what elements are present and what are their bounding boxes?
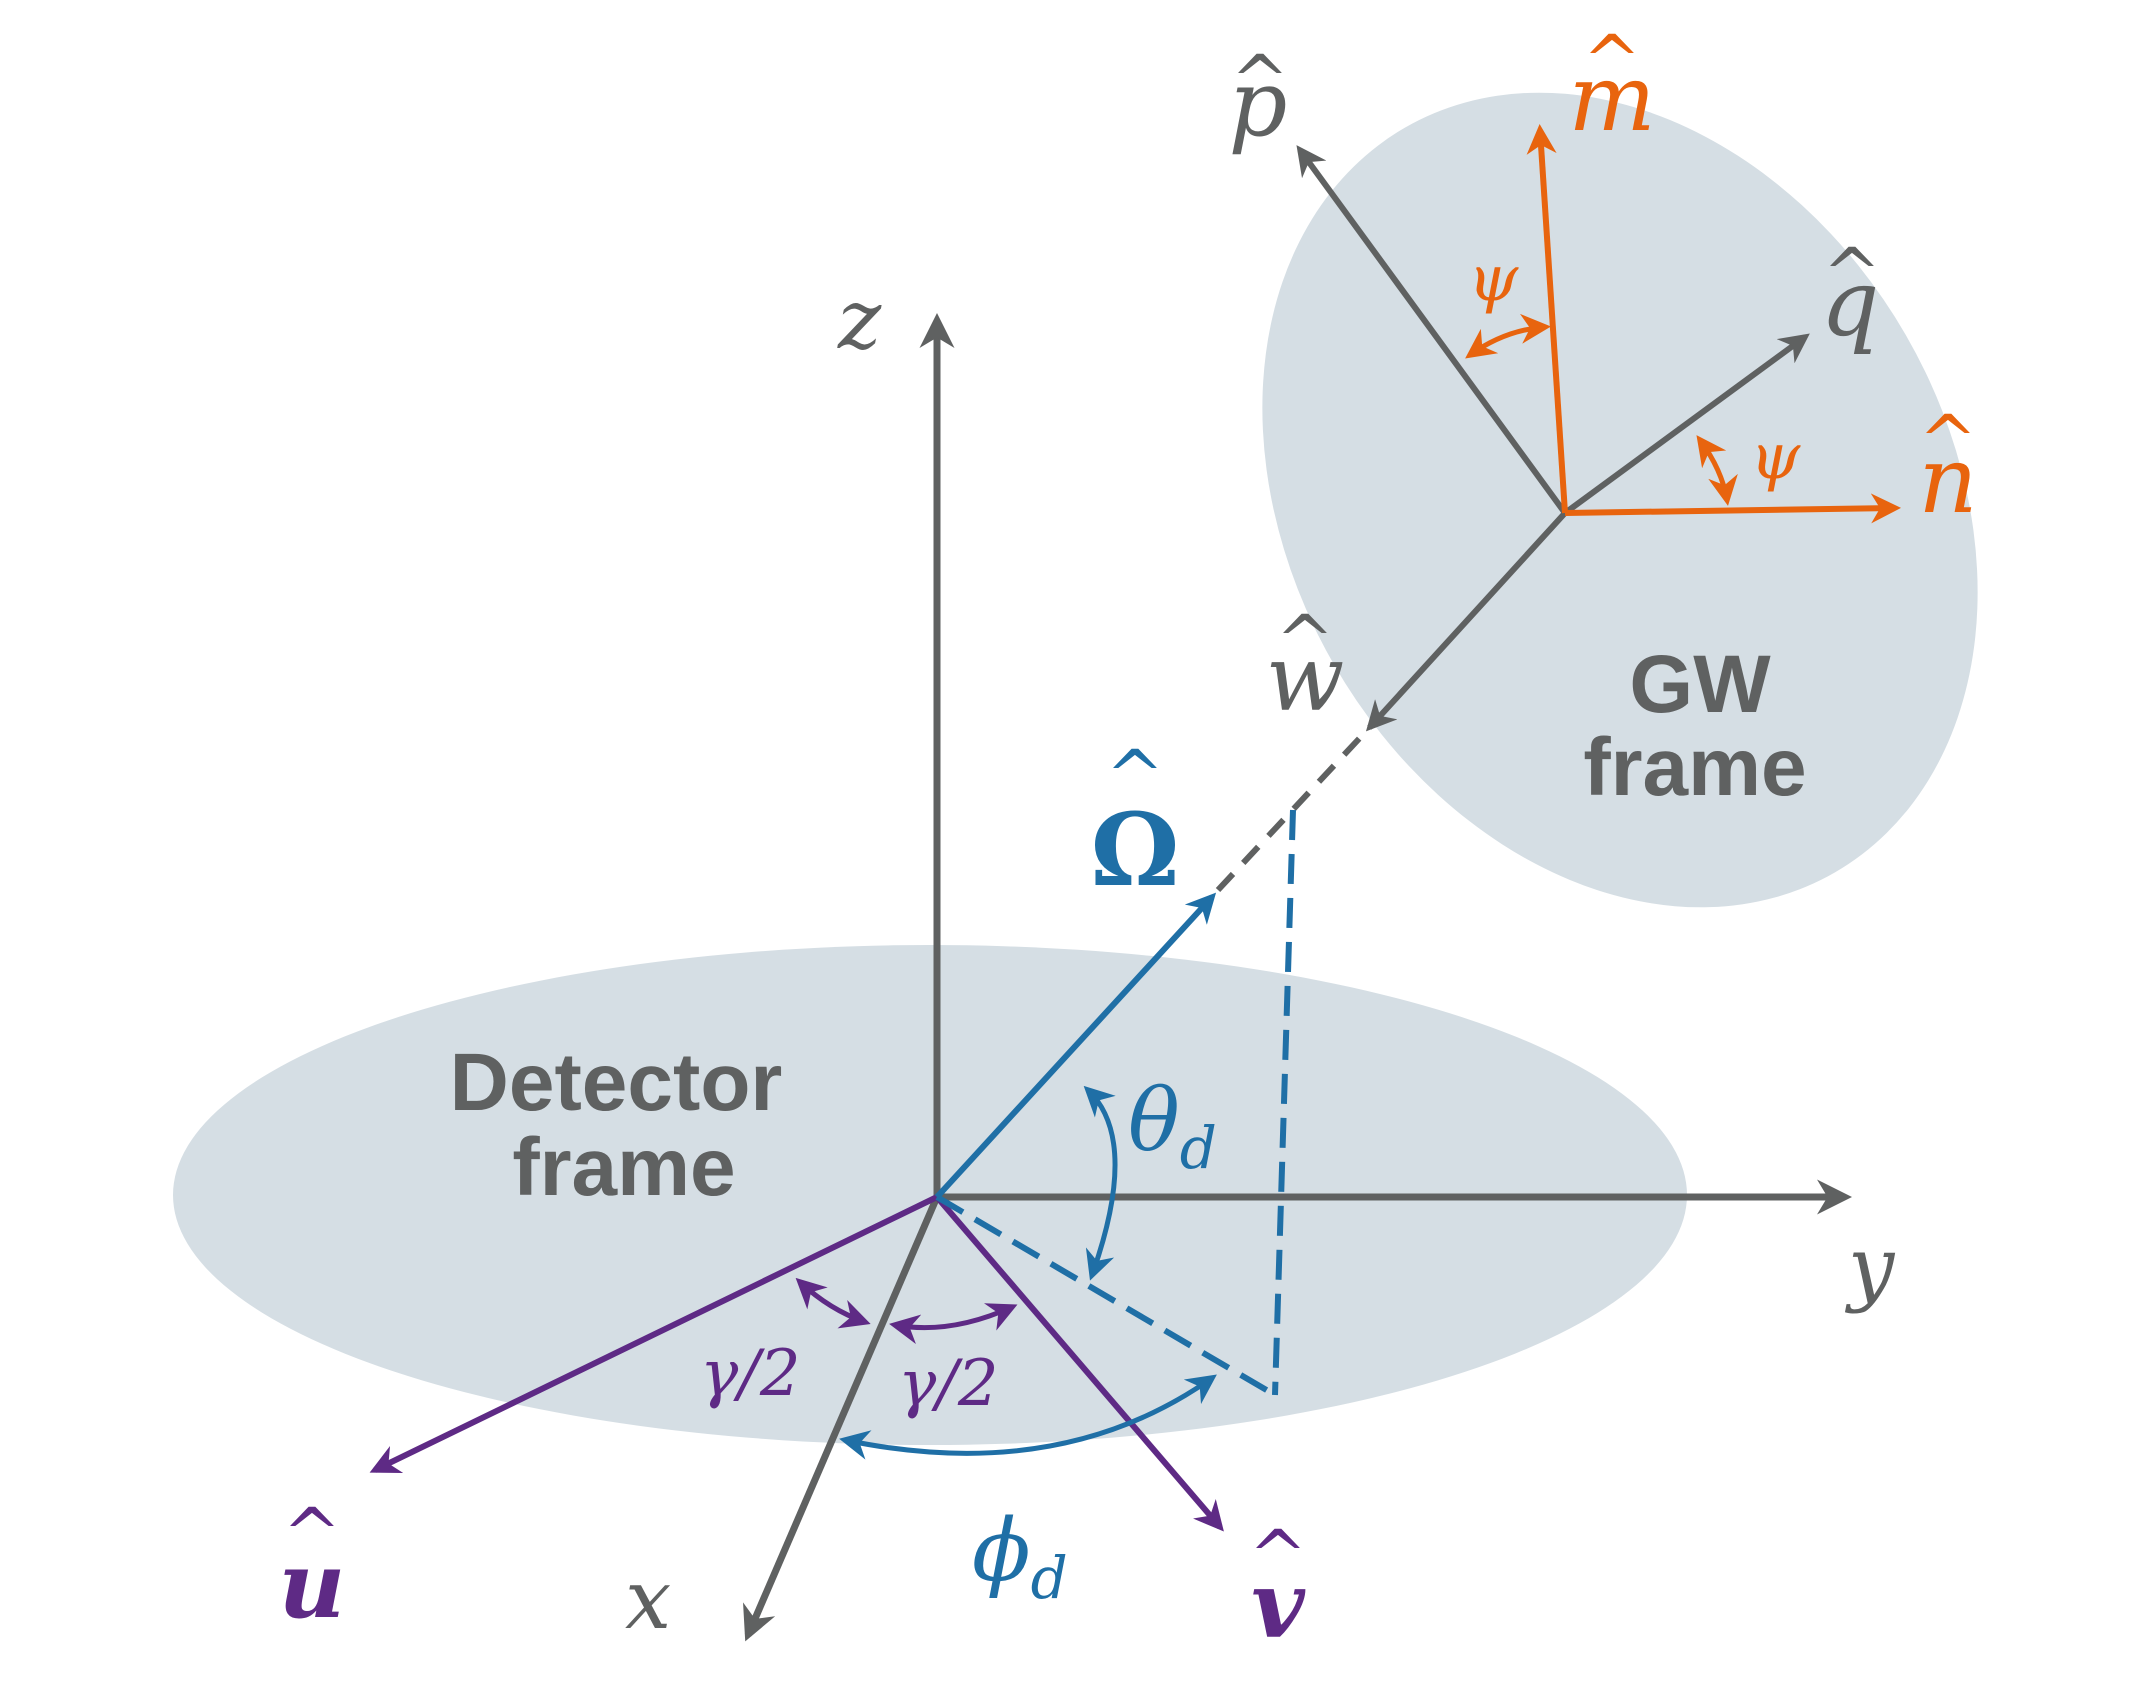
phi-d-label: ϕd [972,1501,1068,1612]
u-hat-letter: u [279,1531,346,1639]
gw-plane [1262,92,1978,908]
detector-frame-label-line2: frame [512,1122,735,1213]
p-hat-vector [1296,145,1568,515]
theta-d-label: θd [1128,1071,1217,1182]
psi-label-n: ψ [1750,420,1801,494]
projection-horizontal-dashed [935,1194,1277,1398]
w-hat-caret: ^ [1276,600,1335,682]
u-hat-label: ^ u [279,1493,346,1639]
omega-hat-caret: ^ [1106,735,1165,817]
n-hat-letter: n [1918,427,1977,534]
v-hat-label: ^ v [1249,1515,1308,1659]
psi-label-m: ψ [1468,242,1519,316]
q-hat-letter: q [1821,250,1880,357]
q-hat-vector [1563,333,1810,516]
v-hat-caret: ^ [1249,1515,1308,1597]
phi-subscript: d [1031,1544,1068,1612]
m-hat-caret: ^ [1583,20,1642,102]
w-hat-label: ^ w [1266,600,1345,732]
p-hat-caret: ^ [1231,40,1290,122]
u-hat-caret: ^ [283,1493,342,1575]
y-axis-label: y [1844,1220,1896,1315]
n-hat-caret: ^ [1919,400,1978,482]
omega-hat-label: ^ Ω [1090,735,1179,909]
w-hat-vector [1365,510,1568,732]
z-axis-label: z [837,273,882,368]
psi-angle-arc-m [1465,313,1551,359]
gamma-half-arc-right [889,1303,1018,1345]
detector-frame-label-line1: Detector [450,1037,783,1128]
psi-angle-arc-n [1696,435,1738,506]
n-hat-label: ^ n [1918,400,1977,534]
p-hat-letter: p [1229,50,1288,157]
x-axis-label: x [625,1553,671,1648]
projection-vertical-dashed [1272,809,1296,1396]
m-hat-label: ^ m [1568,20,1655,152]
p-hat-label: ^ p [1229,40,1290,157]
phi-angle-arc [839,1374,1217,1460]
theta-subscript: d [1180,1114,1217,1182]
m-hat-vector [1526,124,1568,514]
omega-hat-vector [934,892,1217,1200]
v-hat-letter: v [1251,1551,1306,1659]
gamma-half-arc-left [795,1277,871,1329]
omega-extension-dashed [1215,724,1373,893]
phi-symbol: ϕ [972,1501,1031,1601]
n-hat-vector [1564,493,1901,524]
q-hat-caret: ^ [1823,233,1882,315]
v-hat-vector [934,1195,1224,1532]
u-hat-vector [369,1194,939,1474]
gamma-half-label-right: γ/2 [898,1347,999,1421]
w-hat-letter: w [1266,625,1345,732]
omega-hat-letter: Ω [1090,791,1179,909]
gw-frame-label-line2: frame [1583,722,1806,813]
q-hat-label: ^ q [1821,233,1882,357]
theta-symbol: θ [1128,1071,1180,1171]
gamma-half-label-left: γ/2 [700,1337,801,1411]
m-hat-letter: m [1568,45,1655,152]
theta-angle-arc [1083,1085,1118,1281]
detector-plane [173,945,1687,1445]
gw-frame-label-line1: GW [1629,639,1771,730]
